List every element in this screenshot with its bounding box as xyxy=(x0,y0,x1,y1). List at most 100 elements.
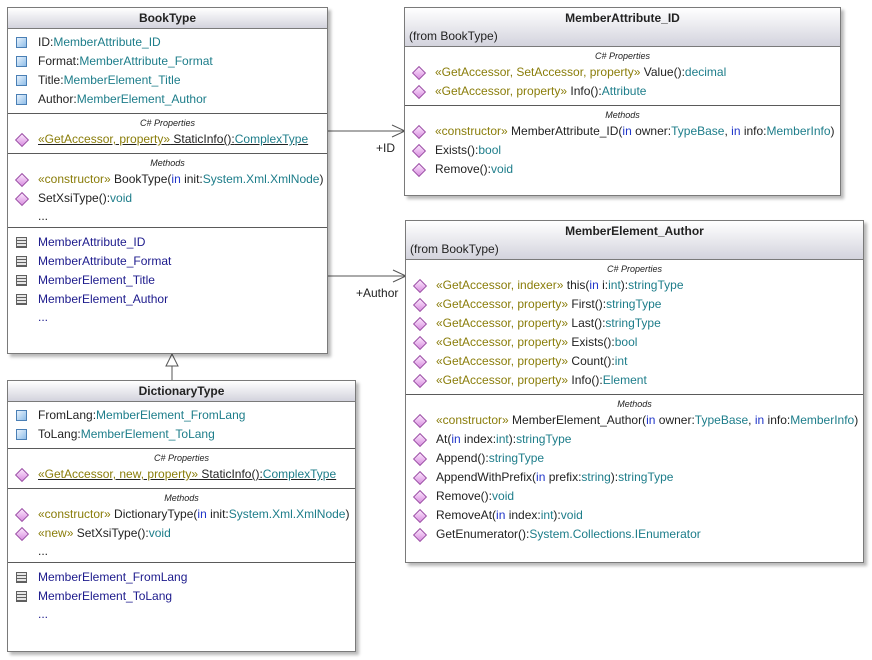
class-booktype[interactable]: BookType ID:MemberAttribute_ID Format:Me… xyxy=(7,7,328,354)
field-icon xyxy=(16,37,27,48)
method-row[interactable]: «constructor» MemberElement_Author(in ow… xyxy=(406,411,863,430)
method-icon xyxy=(14,172,30,188)
method-row[interactable]: Remove():void xyxy=(406,487,863,506)
method-icon xyxy=(14,132,30,148)
property-row[interactable]: «GetAccessor, property» Info():Element xyxy=(406,371,863,390)
attribute-row[interactable]: Title:MemberElement_Title xyxy=(8,71,327,90)
method-row[interactable]: At(in index:int):stringType xyxy=(406,430,863,449)
more-ellipsis: ... xyxy=(38,544,49,558)
attribute-row[interactable]: ID:MemberAttribute_ID xyxy=(8,33,327,52)
property-row[interactable]: «GetAccessor, property» Last():stringTyp… xyxy=(406,314,863,333)
property-row[interactable]: «GetAccessor, property» Exists():bool xyxy=(406,333,863,352)
method-icon xyxy=(14,507,30,523)
method-icon xyxy=(412,354,428,370)
association-row[interactable]: MemberElement_Author xyxy=(8,290,327,309)
property-row[interactable]: «GetAccessor, SetAccessor, property» Val… xyxy=(405,63,840,82)
method-icon xyxy=(412,470,428,486)
methods-section: Methods «constructor» BookType(in init:S… xyxy=(8,153,327,227)
method-row[interactable]: RemoveAt(in index:int):void xyxy=(406,506,863,525)
section-title: Methods xyxy=(605,110,640,120)
property-row[interactable]: «GetAccessor, new, property» StaticInfo(… xyxy=(8,465,355,484)
method-row[interactable]: AppendWithPrefix(in prefix:string):strin… xyxy=(406,468,863,487)
section-title: C# Properties xyxy=(153,453,210,463)
method-row[interactable]: Remove():void xyxy=(405,160,840,179)
association-row[interactable]: MemberAttribute_ID xyxy=(8,233,327,252)
properties-section: C# Properties «GetAccessor, new, propert… xyxy=(8,448,355,488)
field-icon xyxy=(16,94,27,105)
method-icon xyxy=(412,316,428,332)
class-namespace: (from BookType) xyxy=(410,242,499,256)
section-title: Methods xyxy=(150,158,185,168)
method-row[interactable]: «constructor» BookType(in init:System.Xm… xyxy=(8,170,327,189)
more-ellipsis: ... xyxy=(38,607,49,621)
method-row[interactable]: Append():stringType xyxy=(406,449,863,468)
property-row[interactable]: «GetAccessor, property» StaticInfo():Com… xyxy=(8,130,327,149)
association-row[interactable]: MemberElement_FromLang xyxy=(8,568,355,587)
property-row[interactable]: «GetAccessor, property» Info():Attribute xyxy=(405,82,840,101)
method-icon xyxy=(14,467,30,483)
method-icon xyxy=(412,373,428,389)
properties-section: C# Properties «GetAccessor, property» St… xyxy=(8,113,327,153)
association-icon xyxy=(16,237,27,248)
more-ellipsis: ... xyxy=(38,209,49,223)
class-header: MemberElement_Author (from BookType) xyxy=(406,221,863,260)
method-row[interactable]: Exists():bool xyxy=(405,141,840,160)
association-row[interactable]: MemberElement_ToLang xyxy=(8,587,355,606)
property-row[interactable]: «GetAccessor, indexer» this(in i:int):st… xyxy=(406,276,863,295)
method-icon xyxy=(14,191,30,207)
method-icon xyxy=(412,451,428,467)
property-row[interactable]: «GetAccessor, property» First():stringTy… xyxy=(406,295,863,314)
attribute-row[interactable]: FromLang:MemberElement_FromLang xyxy=(8,406,355,425)
method-icon xyxy=(412,508,428,524)
association-row[interactable]: MemberElement_Title xyxy=(8,271,327,290)
class-title: MemberAttribute_ID xyxy=(565,11,680,25)
methods-section: Methods «constructor» DictionaryType(in … xyxy=(8,488,355,562)
method-icon xyxy=(412,413,428,429)
section-title: C# Properties xyxy=(606,264,663,274)
association-icon xyxy=(16,591,27,602)
attribute-row[interactable]: Format:MemberAttribute_Format xyxy=(8,52,327,71)
section-title: C# Properties xyxy=(594,51,651,61)
associations-section: MemberAttribute_ID MemberAttribute_Forma… xyxy=(8,227,327,328)
more-ellipsis: ... xyxy=(38,310,49,324)
method-icon xyxy=(411,162,427,178)
method-icon xyxy=(412,278,428,294)
association-icon xyxy=(16,256,27,267)
attribute-row[interactable]: Author:MemberElement_Author xyxy=(8,90,327,109)
attributes-section: FromLang:MemberElement_FromLang ToLang:M… xyxy=(8,402,355,448)
section-title: Methods xyxy=(617,399,652,409)
method-row[interactable]: «new» SetXsiType():void xyxy=(8,524,355,543)
field-icon xyxy=(16,75,27,86)
field-icon xyxy=(16,410,27,421)
method-icon xyxy=(411,124,427,140)
method-row[interactable]: SetXsiType():void xyxy=(8,189,327,208)
method-row[interactable]: GetEnumerator():System.Collections.IEnum… xyxy=(406,525,863,544)
association-label-id: +ID xyxy=(376,141,396,155)
attributes-section: ID:MemberAttribute_ID Format:MemberAttri… xyxy=(8,29,327,113)
class-memberelement-author[interactable]: MemberElement_Author (from BookType) C# … xyxy=(405,220,864,563)
generalization-arrowhead xyxy=(165,352,179,367)
class-dictionarytype[interactable]: DictionaryType FromLang:MemberElement_Fr… xyxy=(7,380,356,652)
attribute-row[interactable]: ToLang:MemberElement_ToLang xyxy=(8,425,355,444)
method-icon xyxy=(14,526,30,542)
methods-section: Methods «constructor» MemberElement_Auth… xyxy=(406,394,863,544)
field-icon xyxy=(16,429,27,440)
class-header: BookType xyxy=(8,8,327,29)
property-row[interactable]: «GetAccessor, property» Count():int xyxy=(406,352,863,371)
method-icon xyxy=(412,297,428,313)
class-title: BookType xyxy=(138,11,197,25)
method-row[interactable]: «constructor» DictionaryType(in init:Sys… xyxy=(8,505,355,524)
class-title: MemberElement_Author xyxy=(565,224,704,238)
method-icon xyxy=(412,527,428,543)
method-row[interactable]: «constructor» MemberAttribute_ID(in owne… xyxy=(405,122,840,141)
association-label-author: +Author xyxy=(356,286,399,300)
class-namespace: (from BookType) xyxy=(409,29,498,43)
association-icon xyxy=(16,572,27,583)
association-icon xyxy=(16,275,27,286)
field-icon xyxy=(16,56,27,67)
methods-section: Methods «constructor» MemberAttribute_ID… xyxy=(405,105,840,179)
method-icon xyxy=(412,432,428,448)
class-memberattribute-id[interactable]: MemberAttribute_ID (from BookType) C# Pr… xyxy=(404,7,841,196)
association-row[interactable]: MemberAttribute_Format xyxy=(8,252,327,271)
